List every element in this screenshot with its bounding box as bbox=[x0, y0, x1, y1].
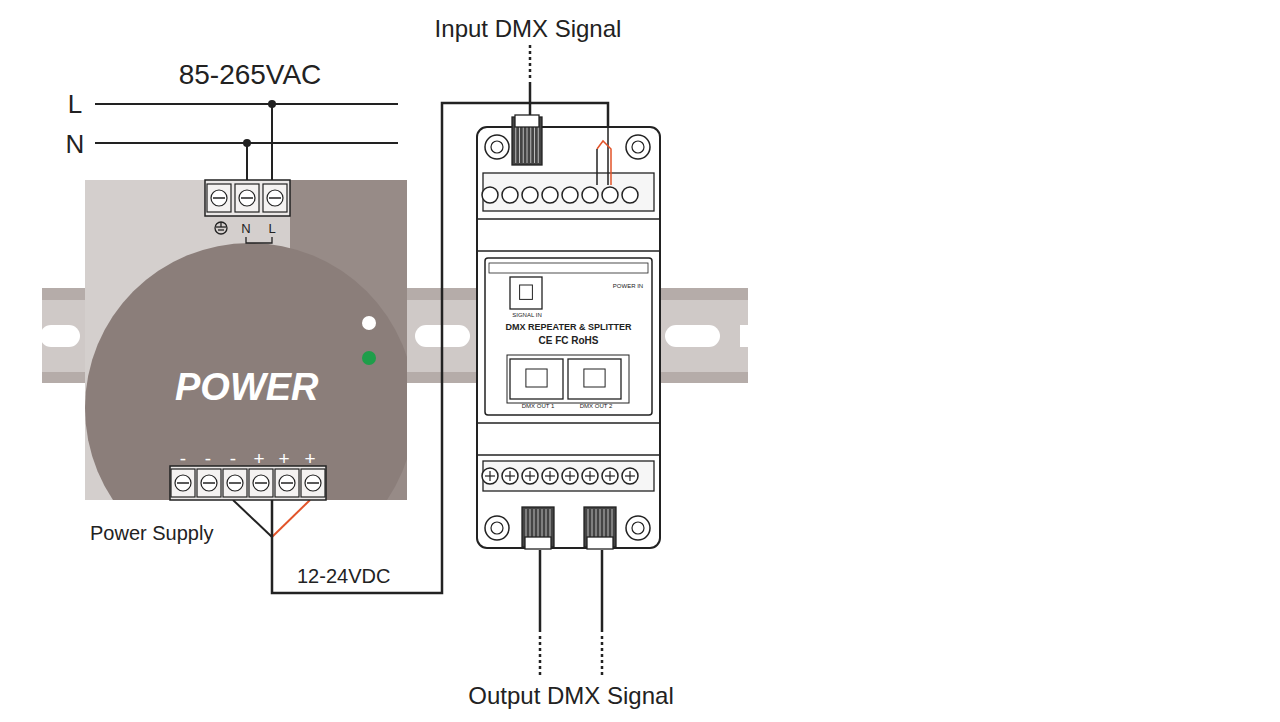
terminal-polarity: + bbox=[278, 449, 289, 468]
junction-dot bbox=[243, 139, 251, 147]
port-name: SIGNAL IN bbox=[512, 312, 541, 318]
terminal-polarity: - bbox=[230, 449, 236, 468]
voltage-range: 85-265VAC bbox=[179, 61, 322, 89]
terminal-polarity: + bbox=[253, 449, 264, 468]
terminal-polarity: - bbox=[205, 449, 211, 468]
port-name: DMX OUT 2 bbox=[580, 403, 613, 409]
port-name: DMX OUT 1 bbox=[522, 403, 555, 409]
neutral-name: N bbox=[66, 131, 85, 157]
dmx-repeater-splitter: DMX REPEATER & SPLITTER CE FC RoHS bbox=[477, 127, 660, 548]
line-name: L bbox=[68, 91, 82, 117]
signal-name: Input DMX Signal bbox=[435, 17, 622, 41]
cert-marks: CE FC RoHS bbox=[539, 336, 599, 346]
signal-name: Output DMX Signal bbox=[468, 684, 673, 708]
junction-dot bbox=[268, 100, 276, 108]
terminal-polarity: + bbox=[304, 449, 315, 468]
device-name: DMX REPEATER & SPLITTER bbox=[506, 323, 632, 332]
terminal-polarity: - bbox=[180, 449, 186, 468]
power-supply-label: Power Supply bbox=[90, 523, 213, 543]
power-brand: POWER bbox=[175, 368, 319, 406]
terminal-name: L bbox=[268, 222, 275, 235]
port-name: POWER IN bbox=[613, 283, 643, 289]
edge-label: 12-24VDC bbox=[295, 566, 392, 586]
terminal-name: N bbox=[241, 222, 250, 235]
